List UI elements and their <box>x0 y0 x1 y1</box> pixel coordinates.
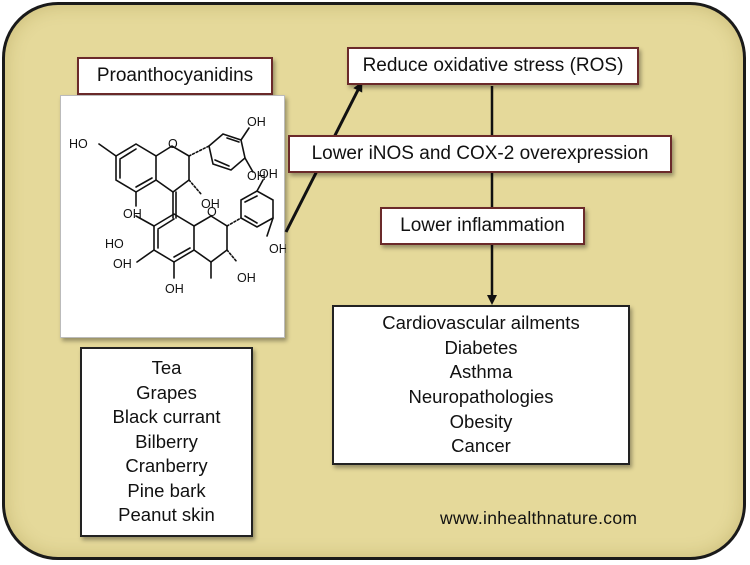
mol-label-3: OH <box>201 197 220 211</box>
source-item: Cranberry <box>125 455 208 477</box>
compound-title: Proanthocyanidins <box>77 57 273 95</box>
mol-label-5: O <box>168 137 178 151</box>
mol-label-4: HO <box>69 137 88 151</box>
mol-label-12: OH <box>165 282 184 296</box>
source-item: Peanut skin <box>118 504 215 526</box>
source-item: Grapes <box>136 381 197 403</box>
disease-item: Cancer <box>451 435 511 457</box>
mol-label-10: OH <box>237 271 256 285</box>
step-lower-inos-cox2: Lower iNOS and COX-2 overexpression <box>288 135 672 173</box>
disease-item: Obesity <box>449 410 513 432</box>
mol-label-9: OH <box>269 242 286 256</box>
mol-label-7: OH <box>259 167 278 181</box>
step-reduce-oxidative-stress: Reduce oxidative stress (ROS) <box>347 47 639 85</box>
mol-label-13: OH <box>113 257 132 271</box>
mol-label-1: OH <box>247 115 266 129</box>
mol-label-6: OH <box>123 207 142 221</box>
disease-item: Neuropathologies <box>408 386 554 407</box>
mol-label-2: OH <box>247 169 266 183</box>
website-credit: www.inhealthnature.com <box>440 508 638 528</box>
step-lower-inflammation: Lower inflammation <box>380 207 585 245</box>
molecule-diagram: OH OH OH HO O OH OH HO OH OH O OH OH <box>69 115 288 296</box>
mol-label-8: HO <box>105 237 124 251</box>
disease-item: Cardiovascular ailments <box>382 311 580 333</box>
chemical-structure: OH OH OH HO O OH OH HO OH OH O OH OH <box>60 95 288 338</box>
disease-item: Diabetes <box>444 336 518 358</box>
mol-label-11: O <box>207 205 217 219</box>
source-item: Bilberry <box>135 430 198 452</box>
food-sources-box: Tea Grapes Black currant Bilberry Cranbe… <box>80 347 253 537</box>
source-item: Black currant <box>112 406 221 428</box>
source-item: Tea <box>151 357 182 379</box>
source-item: Pine bark <box>127 479 206 501</box>
diseases-box: Cardiovascular ailments Diabetes Asthma … <box>332 305 630 465</box>
disease-item: Asthma <box>449 361 513 383</box>
